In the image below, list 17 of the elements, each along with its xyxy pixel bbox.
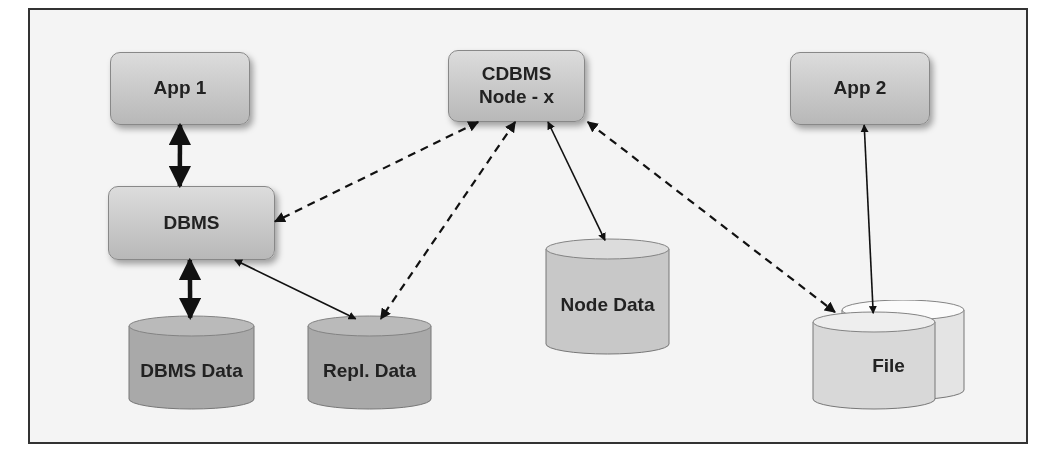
arrow	[234, 259, 357, 320]
arrow	[860, 124, 877, 314]
process-box	[108, 186, 275, 260]
node-label: File	[872, 354, 905, 378]
node-label: Repl. Data	[323, 360, 416, 383]
node-label: CDBMS Node - x	[478, 63, 555, 109]
process-box	[110, 52, 250, 125]
node-label: App 1	[153, 77, 207, 100]
node-label: DBMS	[163, 211, 220, 235]
process-box	[448, 50, 585, 122]
node-label: App 2	[833, 77, 887, 100]
dashed-arrow	[379, 121, 517, 320]
dashed-arrow	[274, 121, 480, 223]
process-box	[790, 52, 930, 125]
node-label: DBMS Data	[140, 360, 243, 383]
dashed-arrow	[586, 121, 836, 313]
node-label: Node Data	[560, 294, 655, 317]
